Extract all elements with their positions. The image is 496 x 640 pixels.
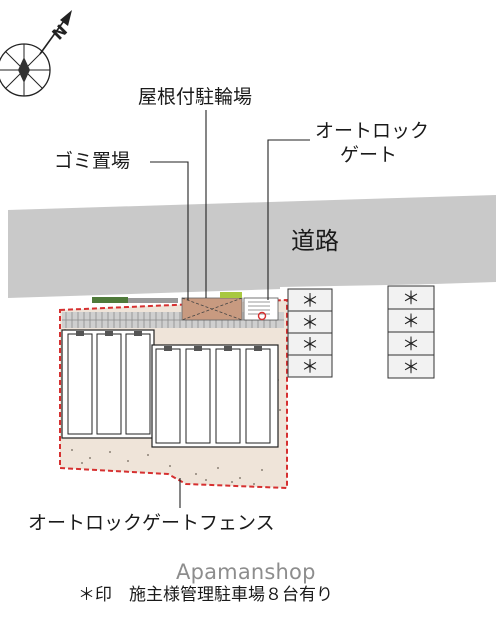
parking-column-right: ＊＊＊＊ xyxy=(387,285,435,379)
bicycle-parking-label: 屋根付駐輪場 xyxy=(138,86,253,108)
auto-lock-gate-label-line1: オートロック xyxy=(315,120,430,142)
garbage-area xyxy=(92,297,178,303)
parking-right-space-marker-4: ＊ xyxy=(402,358,420,379)
auto-lock-gate-label-line2: ゲート xyxy=(340,144,398,166)
parking-left-space-4 xyxy=(287,354,333,378)
parking-right-space-marker-2: ＊ xyxy=(402,312,420,333)
parking-left-space-marker-1: ＊ xyxy=(301,291,319,312)
road xyxy=(8,195,496,298)
leader-lines xyxy=(150,110,310,508)
parking-right-space-marker-1: ＊ xyxy=(402,289,420,310)
road-label: 道路 xyxy=(291,227,339,255)
parking-left-space-marker-2: ＊ xyxy=(301,313,319,334)
unit-doors xyxy=(76,331,262,351)
building-units xyxy=(67,333,271,444)
garbage-label: ゴミ置場 xyxy=(54,150,131,172)
parking-column-left: ＊＊＊＊ xyxy=(287,288,333,378)
parking-right-space-4 xyxy=(387,354,435,379)
footer-note: ＊印 施主様管理駐車場８台有り xyxy=(78,585,333,605)
parking-left-space-marker-3: ＊ xyxy=(301,335,319,356)
watermark: Apamanshop xyxy=(176,560,316,584)
parking-right-space-marker-3: ＊ xyxy=(402,335,420,356)
fence-label: オートロックゲートフェンス xyxy=(28,512,275,534)
parking-left-space-marker-4: ＊ xyxy=(301,357,319,378)
bike-shelter xyxy=(181,292,243,321)
north-arrow-icon: N xyxy=(0,10,72,97)
auto-lock-gate xyxy=(243,297,279,321)
